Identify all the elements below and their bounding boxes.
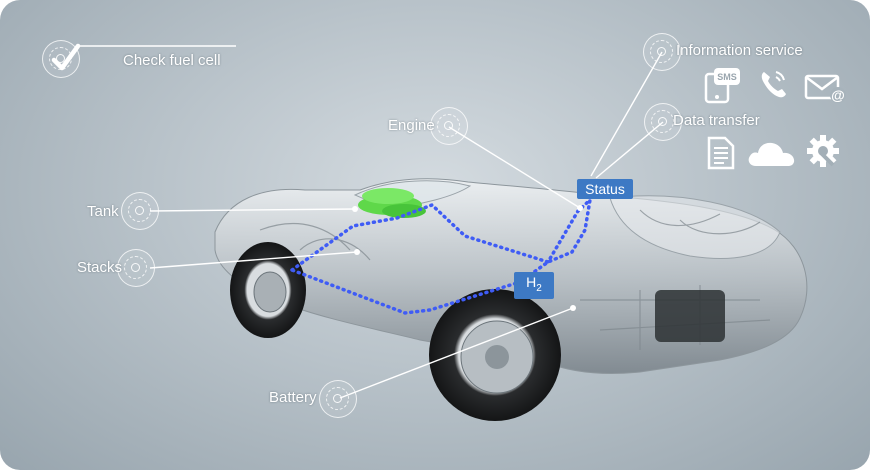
stacks-label: Stacks xyxy=(77,259,123,276)
engine-target[interactable] xyxy=(430,107,468,145)
phone-call-icon[interactable] xyxy=(758,68,790,100)
engine-anchor-dot xyxy=(577,205,583,211)
front-wheel xyxy=(429,289,561,421)
battery-anchor-dot xyxy=(570,305,576,311)
stacks-anchor-dot xyxy=(354,249,360,255)
engine-leader-line xyxy=(448,126,581,209)
svg-text:@: @ xyxy=(831,87,845,103)
fuel-cell-path xyxy=(288,195,593,315)
battery-target[interactable] xyxy=(319,380,357,418)
sms-icon-text: SMS xyxy=(717,72,737,82)
tank-highlight xyxy=(358,188,426,218)
data-transfer-target[interactable] xyxy=(644,103,682,141)
check-fuel-cell-target[interactable] xyxy=(42,40,80,78)
stacks-leader-line xyxy=(149,251,358,269)
stacks-target[interactable] xyxy=(117,249,155,287)
document-icon[interactable] xyxy=(707,136,735,170)
h2-letter: H xyxy=(526,274,537,290)
engine-label: Engine xyxy=(388,117,435,134)
cloud-icon[interactable] xyxy=(746,138,796,168)
status-badge: Status xyxy=(577,179,633,199)
h2-badge: H2 xyxy=(514,272,554,299)
information-service-label: Information service xyxy=(676,42,803,59)
information-service-target[interactable] xyxy=(643,33,681,71)
battery-label: Battery xyxy=(269,389,317,406)
data-transfer-label: Data transfer xyxy=(673,112,760,129)
check-icon xyxy=(51,43,81,71)
information-service-leader-line xyxy=(590,51,663,177)
email-icon[interactable]: @ xyxy=(804,74,847,104)
tank-anchor-dot xyxy=(352,206,358,212)
h2-subscript: 2 xyxy=(536,282,542,294)
tank-label: Tank xyxy=(87,203,119,220)
check-fuel-cell-label: Check fuel cell xyxy=(123,52,221,69)
rear-wheel xyxy=(230,242,306,338)
front-fender xyxy=(609,195,781,259)
tank-leader-line xyxy=(149,208,356,212)
tank-target[interactable] xyxy=(121,192,159,230)
sms-phone-icon[interactable]: SMS xyxy=(704,66,740,104)
battery-leader-line xyxy=(339,307,574,399)
front-grille xyxy=(655,290,725,342)
gear-wrench-icon[interactable] xyxy=(806,134,842,170)
